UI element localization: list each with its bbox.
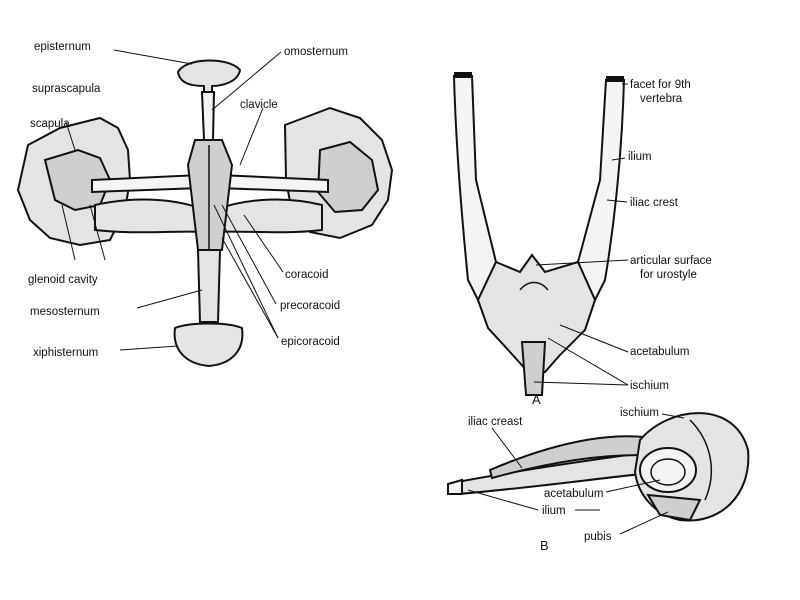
omosternum-bone: [200, 91, 216, 141]
label-scapula: scapula: [30, 118, 70, 130]
pelvic-a-ischium: [520, 341, 547, 396]
label-glenoid-cavity: glenoid cavity: [28, 274, 98, 286]
label-facet-line-2: vertebra: [640, 93, 683, 105]
label-ischium-b: ischium: [620, 407, 659, 419]
label-figure-b: B: [540, 538, 549, 553]
label-epicoracoid: epicoracoid: [281, 336, 340, 348]
label-xiphisternum: xiphisternum: [33, 347, 98, 359]
mesosternum-bone: [196, 249, 222, 323]
right-ilium-shaft: [576, 79, 626, 303]
label-precoracoid: precoracoid: [280, 300, 340, 312]
left-ilium-facet: [454, 72, 472, 78]
label-iliac-creast: iliac creast: [468, 416, 523, 428]
ischium-ridge-b: [689, 419, 713, 501]
acetabulum-b-inner: [650, 458, 686, 486]
xiphisternum-bone: [173, 322, 244, 368]
pubis-b: [646, 493, 702, 522]
episternum-bone: [176, 59, 242, 93]
label-articular-line-1: articular surface: [630, 255, 712, 267]
label-omosternum: omosternum: [284, 46, 348, 58]
pelvic-a-leader-lines: [533, 83, 629, 386]
label-figure-a: A: [532, 392, 541, 407]
label-clavicle: clavicle: [240, 99, 278, 111]
label-mesosternum: mesosternum: [30, 306, 100, 318]
label-ilium-b: ilium: [542, 505, 566, 517]
label-facet-line-1: facet for 9th: [630, 79, 691, 91]
urostyle-articular-surface: [519, 281, 549, 291]
right-ilium-facet: [606, 76, 624, 82]
pectoral-leader-lines: [61, 49, 284, 351]
pelvic-a-body: [476, 253, 597, 373]
right-coracoid: [214, 198, 323, 234]
left-coracoid: [94, 198, 206, 234]
label-articular-line-2: for urostyle: [640, 269, 697, 281]
left-ilium-shaft: [452, 75, 498, 303]
label-acetabulum-a: acetabulum: [630, 346, 689, 358]
pelvic-girdle-b-figure: [447, 412, 750, 522]
label-suprascapula: suprascapula: [32, 83, 101, 95]
pelvic-b-leader-lines: [467, 413, 685, 535]
label-iliac-crest: iliac crest: [630, 197, 679, 209]
label-pubis: pubis: [584, 531, 612, 543]
pelvic-girdle-a-figure: [452, 72, 626, 396]
label-ischium-a: ischium: [630, 380, 669, 392]
label-acetabulum-b: acetabulum: [544, 488, 603, 500]
label-coracoid: coracoid: [285, 269, 328, 281]
label-ilium-a: ilium: [628, 151, 652, 163]
pectoral-girdle-figure: [16, 59, 394, 368]
ilium-tip-b: [447, 478, 463, 495]
epicoracoid-region: [186, 139, 234, 251]
label-episternum: episternum: [34, 41, 91, 53]
right-scapula: [316, 140, 380, 214]
